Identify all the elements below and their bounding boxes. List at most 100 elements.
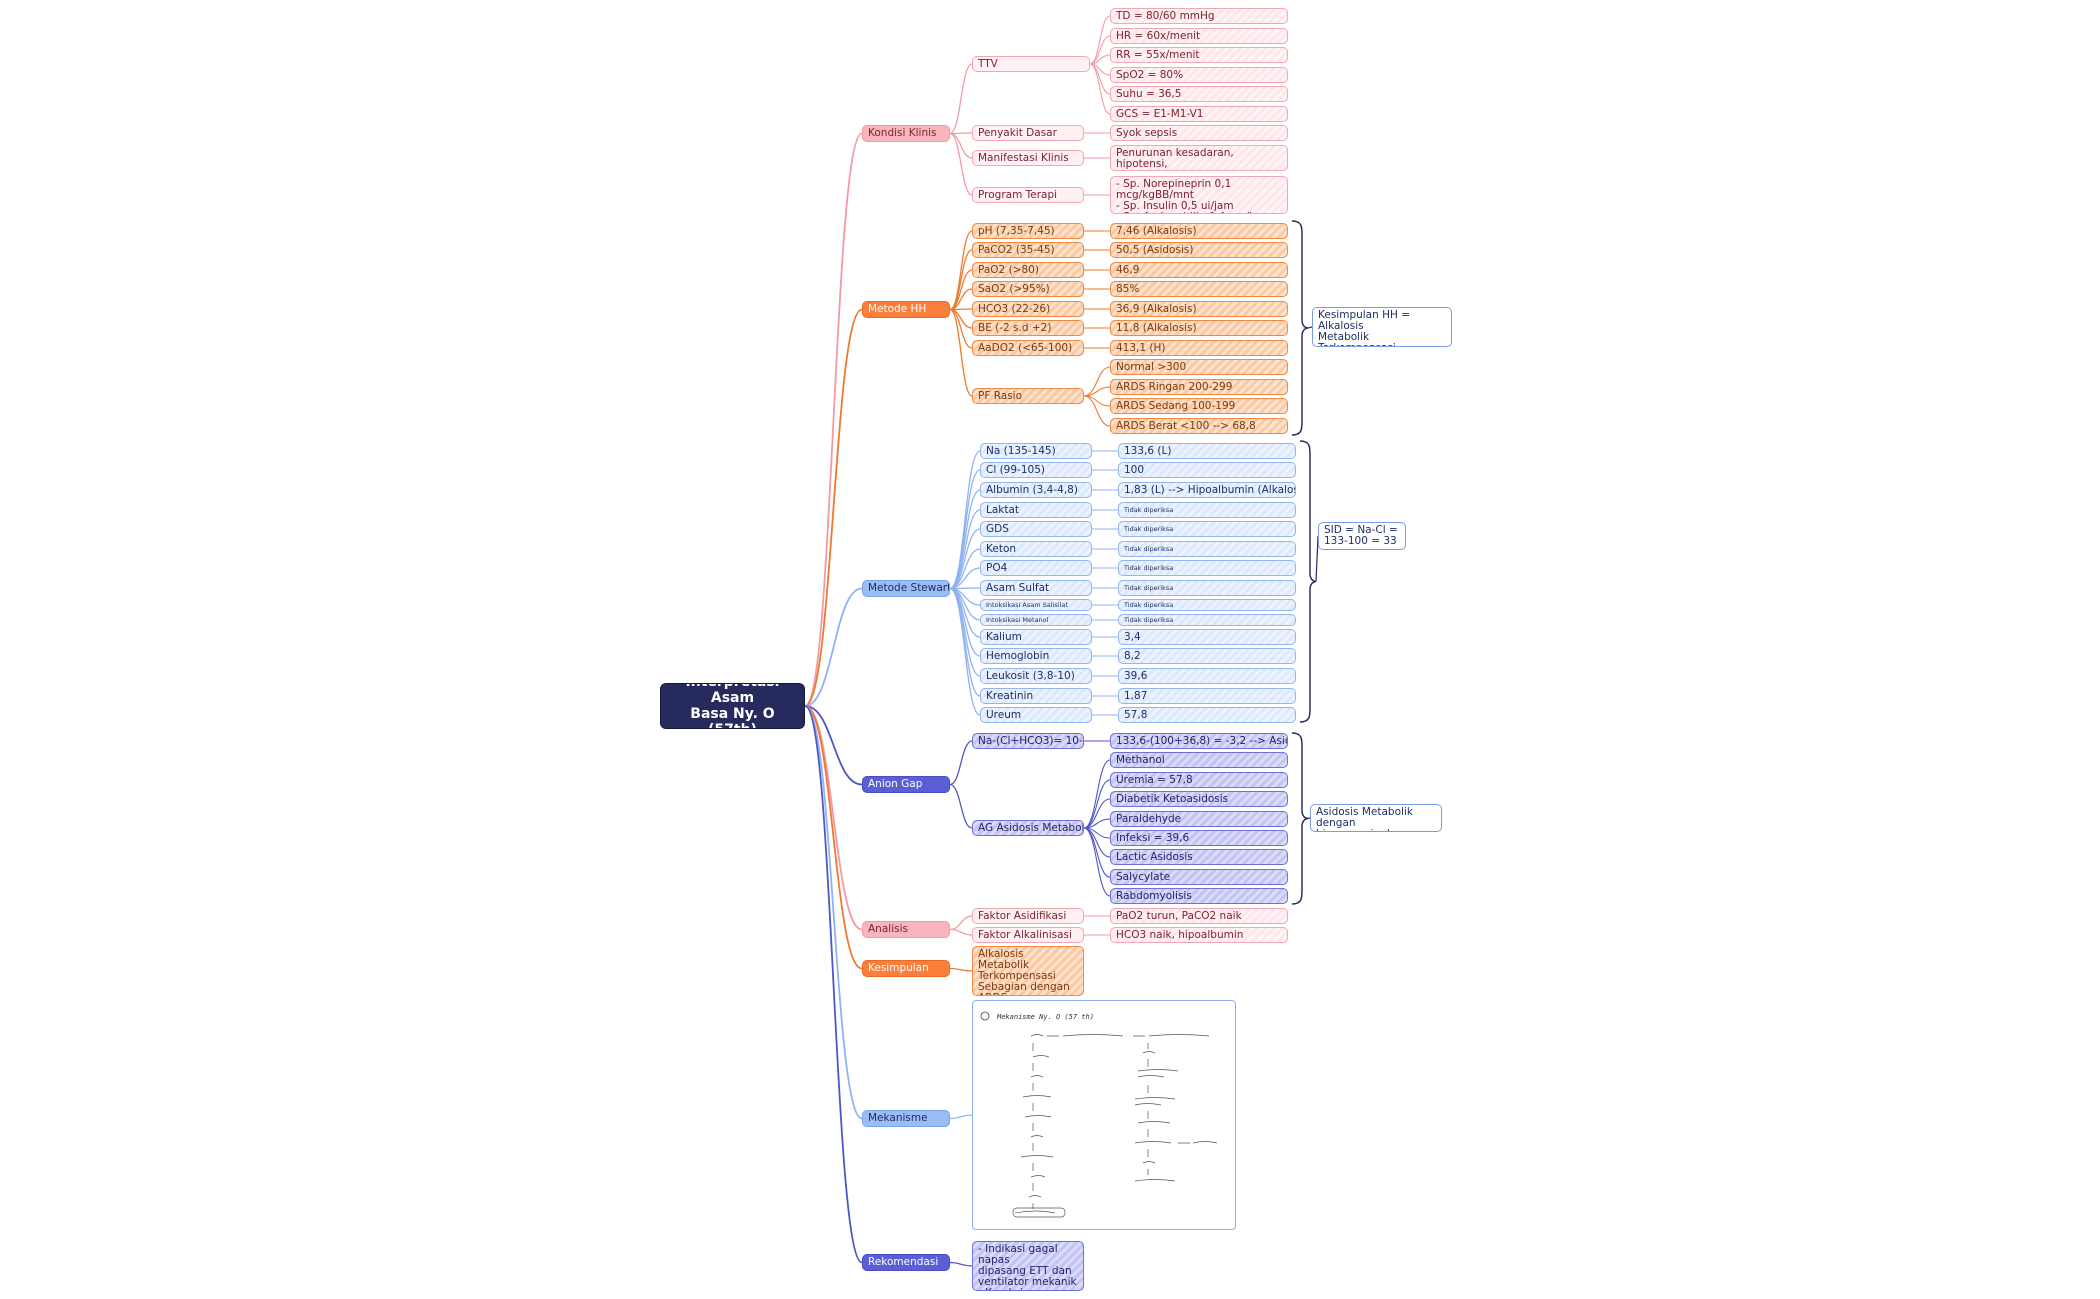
stewart-value[interactable]: Tidak diperiksa: [1118, 502, 1296, 518]
anion-gap-node[interactable]: Anion Gap: [862, 776, 950, 793]
stewart-value[interactable]: 3,4: [1118, 629, 1296, 645]
stewart-param[interactable]: Hemoglobin: [980, 648, 1092, 664]
stewart-param-label: Ureum: [986, 708, 1022, 721]
stewart-param[interactable]: Albumin (3,4-4,8): [980, 482, 1092, 498]
hh-value[interactable]: 50,5 (Asidosis): [1110, 242, 1288, 258]
stewart-param[interactable]: Leukosit (3,8-10): [980, 668, 1092, 684]
ttv-item[interactable]: TD = 80/60 mmHg: [1110, 8, 1288, 24]
penyakit-dasar-node[interactable]: Penyakit Dasar: [972, 125, 1084, 141]
stewart-param[interactable]: PO4: [980, 560, 1092, 576]
ttv-node[interactable]: TTV: [972, 56, 1090, 72]
stewart-value[interactable]: 133,6 (L): [1118, 443, 1296, 459]
pf-item[interactable]: ARDS Berat <100 --> 68,8: [1110, 418, 1288, 434]
mekanisme-node[interactable]: Mekanisme: [862, 1110, 950, 1127]
stewart-value[interactable]: 57,8: [1118, 707, 1296, 723]
stewart-param[interactable]: Kreatinin: [980, 688, 1092, 704]
stewart-value[interactable]: Tidak diperiksa: [1118, 541, 1296, 557]
hh-value[interactable]: 7,46 (Alkalosis): [1110, 223, 1288, 239]
kesimpulan-value[interactable]: Alkalosis Metabolik Terkompensasi Sebagi…: [972, 946, 1084, 996]
ag-cause-item[interactable]: Rabdomyolisis: [1110, 888, 1288, 904]
ag-cause-item[interactable]: Methanol: [1110, 752, 1288, 768]
anion-gap-formula[interactable]: Na-(Cl+HCO3)= 10-12: [972, 733, 1084, 749]
hh-value[interactable]: 11,8 (Alkalosis): [1110, 320, 1288, 336]
metode-hh-node[interactable]: Metode HH: [862, 301, 950, 318]
stewart-param[interactable]: Ureum: [980, 707, 1092, 723]
faktor-alkalinisasi-value[interactable]: HCO3 naik, hipoalbumin: [1110, 927, 1288, 943]
stewart-value[interactable]: Tidak diperiksa: [1118, 599, 1296, 611]
kesimpulan-node[interactable]: Kesimpulan: [862, 960, 950, 977]
stewart-value[interactable]: Tidak diperiksa: [1118, 560, 1296, 576]
stewart-value[interactable]: 1,87: [1118, 688, 1296, 704]
analisis-node[interactable]: Analisis: [862, 921, 950, 938]
pf-item[interactable]: ARDS Ringan 200-299: [1110, 379, 1288, 395]
faktor-asidifikasi-value[interactable]: PaO2 turun, PaCO2 naik: [1110, 908, 1288, 924]
hh-param[interactable]: BE (-2 s.d +2): [972, 320, 1084, 336]
stewart-value[interactable]: Tidak diperiksa: [1118, 614, 1296, 626]
program-terapi-node[interactable]: Program Terapi: [972, 187, 1084, 203]
ttv-item[interactable]: GCS = E1-M1-V1: [1110, 106, 1288, 122]
manifestasi-klinis-value[interactable]: Penurunan kesadaran, hipotensi, hipergli…: [1110, 145, 1288, 171]
ag-asidosis-metabolik-node[interactable]: AG Asidosis Metabolik: [972, 820, 1084, 836]
stewart-param-label: Keton: [986, 542, 1017, 555]
program-terapi-value[interactable]: - Sp. Norepineprin 0,1 mcg/kgBB/mnt - Sp…: [1110, 176, 1288, 214]
hh-value[interactable]: 36,9 (Alkalosis): [1110, 301, 1288, 317]
ag-cause-item[interactable]: Diabetik Ketoasidosis: [1110, 791, 1288, 807]
stewart-param[interactable]: GDS: [980, 521, 1092, 537]
stewart-value[interactable]: 1,83 (L) --> Hipoalbumin (Alkalosis): [1118, 482, 1296, 498]
ttv-item-label: SpO2 = 80%: [1116, 68, 1184, 81]
manifestasi-klinis-node[interactable]: Manifestasi Klinis: [972, 150, 1084, 166]
stewart-param[interactable]: Intoksikasi Metanol: [980, 614, 1092, 626]
hh-value[interactable]: 413,1 (H): [1110, 340, 1288, 356]
hh-summary-callout[interactable]: Kesimpulan HH = Alkalosis Metabolik Terk…: [1312, 307, 1452, 347]
stewart-param[interactable]: Kalium: [980, 629, 1092, 645]
pf-rasio-node[interactable]: PF Rasio: [972, 388, 1084, 404]
stewart-value[interactable]: 39,6: [1118, 668, 1296, 684]
ttv-item[interactable]: HR = 60x/menit: [1110, 28, 1288, 44]
stewart-value[interactable]: Tidak diperiksa: [1118, 580, 1296, 596]
pf-item[interactable]: Normal >300: [1110, 359, 1288, 375]
stewart-param[interactable]: Laktat: [980, 502, 1092, 518]
hh-value[interactable]: 46,9: [1110, 262, 1288, 278]
metode-stewart-node[interactable]: Metode Stewart: [862, 580, 950, 597]
faktor-asidifikasi-node[interactable]: Faktor Asidifikasi: [972, 908, 1084, 924]
ag-cause-item[interactable]: Salycylate: [1110, 869, 1288, 885]
kondisi-klinis-node[interactable]: Kondisi Klinis: [862, 125, 950, 142]
stewart-value[interactable]: Tidak diperiksa: [1118, 521, 1296, 537]
ttv-item[interactable]: RR = 55x/menit: [1110, 47, 1288, 63]
hh-param[interactable]: pH (7,35-7,45): [972, 223, 1084, 239]
hh-param[interactable]: PaO2 (>80): [972, 262, 1084, 278]
stewart-value[interactable]: 8,2: [1118, 648, 1296, 664]
hh-value[interactable]: 85%: [1110, 281, 1288, 297]
rekomendasi-value-label: - Indikasi gagal napas dipasang ETT dan …: [978, 1243, 1077, 1291]
ttv-item[interactable]: SpO2 = 80%: [1110, 67, 1288, 83]
hh-param[interactable]: PaCO2 (35-45): [972, 242, 1084, 258]
ag-cause-item[interactable]: Uremia = 57,8: [1110, 772, 1288, 788]
rekomendasi-node[interactable]: Rekomendasi: [862, 1254, 950, 1271]
stewart-value[interactable]: 100: [1118, 462, 1296, 478]
rekomendasi-value[interactable]: - Indikasi gagal napas dipasang ETT dan …: [972, 1241, 1084, 1291]
hh-param[interactable]: AaDO2 (<65-100): [972, 340, 1084, 356]
ttv-item-label: RR = 55x/menit: [1116, 48, 1200, 61]
stewart-param[interactable]: Keton: [980, 541, 1092, 557]
stewart-param[interactable]: Asam Sulfat: [980, 580, 1092, 596]
stewart-param[interactable]: Na (135-145): [980, 443, 1092, 459]
stewart-summary-callout[interactable]: SID = Na-Cl = 133-100 = 33: [1318, 522, 1406, 550]
ttv-item[interactable]: Suhu = 36,5: [1110, 86, 1288, 102]
stewart-value-label: Tidak diperiksa: [1124, 583, 1174, 592]
hh-param[interactable]: SaO2 (>95%): [972, 281, 1084, 297]
ag-cause-item[interactable]: Paraldehyde: [1110, 811, 1288, 827]
ttv-item-label: TD = 80/60 mmHg: [1116, 9, 1215, 22]
ag-cause-item[interactable]: Lactic Asidosis: [1110, 849, 1288, 865]
stewart-param[interactable]: Intoksikasi Asam Salisilat: [980, 599, 1092, 611]
penyakit-dasar-value[interactable]: Syok sepsis: [1110, 125, 1288, 141]
ag-cause-item[interactable]: Infeksi = 39,6: [1110, 830, 1288, 846]
stewart-param[interactable]: Cl (99-105): [980, 462, 1092, 478]
anion-gap-summary-callout[interactable]: Asidosis Metabolik dengan hiperuremia da…: [1310, 804, 1442, 832]
mekanisme-handwritten-note[interactable]: Mekanisme Ny. O (57 th): [972, 1000, 1236, 1230]
anion-gap-formula-value[interactable]: 133,6-(100+36,8) = -3,2 --> Asidosis: [1110, 733, 1288, 749]
ag-cause-item-label: Diabetik Ketoasidosis: [1116, 792, 1229, 805]
faktor-alkalinisasi-node[interactable]: Faktor Alkalinisasi: [972, 927, 1084, 943]
hh-param[interactable]: HCO3 (22-26): [972, 301, 1084, 317]
pf-item[interactable]: ARDS Sedang 100-199: [1110, 398, 1288, 414]
